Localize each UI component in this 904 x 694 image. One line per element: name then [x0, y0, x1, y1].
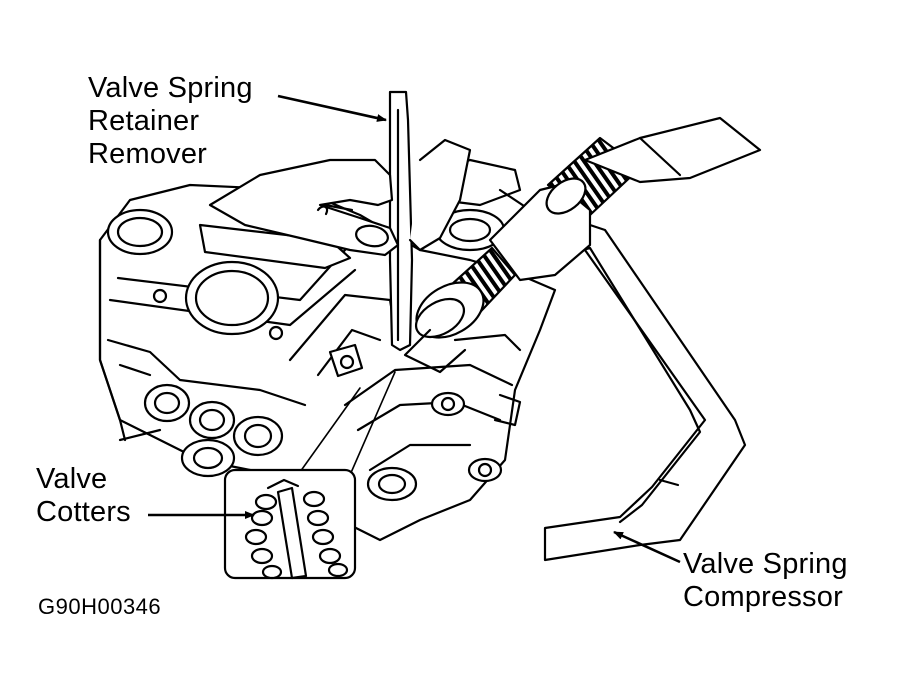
retainer-remover-tool [388, 90, 414, 352]
valve-spring-compressor [403, 116, 762, 562]
label-line: Cotters [36, 496, 131, 528]
leader-arrows [148, 94, 681, 564]
label-line: Valve Spring [88, 72, 253, 104]
label-line: Compressor [683, 581, 843, 613]
label-line: Remover [88, 138, 208, 170]
cylinder-head [98, 158, 562, 542]
figure-code: G90H00346 [38, 594, 162, 619]
label-valve-spring-compressor: Valve Spring Compressor [683, 548, 848, 614]
label-valve-cotters: Valve Cotters [36, 463, 131, 529]
hand [208, 138, 472, 257]
label-valve-spring-retainer-remover: Valve Spring Retainer Remover [88, 72, 253, 171]
cotters-inset [223, 371, 396, 580]
label-line: Valve Spring [683, 548, 848, 580]
label-line: Valve [36, 463, 108, 495]
remover-leader-arrow [277, 94, 387, 122]
compressor-leader-arrow [613, 530, 681, 564]
label-line: Retainer [88, 105, 200, 137]
